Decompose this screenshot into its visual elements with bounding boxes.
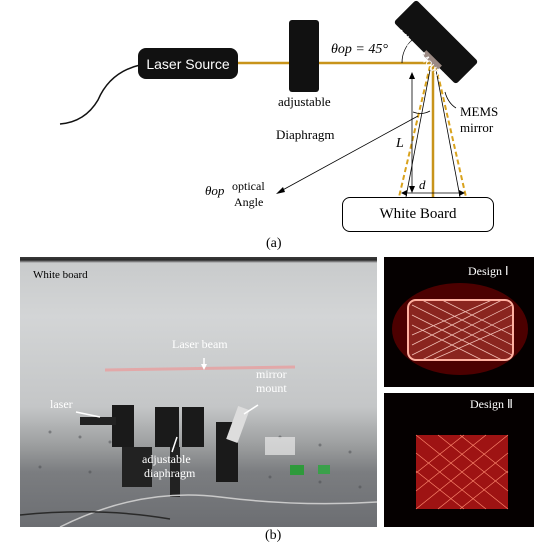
laser-cable <box>59 64 141 125</box>
optical-angle-arc <box>412 110 431 114</box>
caption-b: (b) <box>265 528 282 543</box>
design-1-photo: Design Ⅰ <box>384 257 534 387</box>
white-board-label: White Board <box>379 206 457 222</box>
design-2-photo: Design Ⅱ <box>384 393 534 527</box>
design-2-scan-pattern <box>415 434 509 510</box>
optical-angle-arrowhead <box>276 187 285 194</box>
mems-mirror-shape <box>422 50 442 70</box>
d-label: d <box>419 177 426 192</box>
green-board-1 <box>290 465 304 475</box>
mirror-mount-arrow <box>243 404 259 415</box>
theta-op-label: θop <box>205 183 225 198</box>
design-2-label: Design Ⅱ <box>470 397 513 411</box>
laser-beam-label: Laser beam <box>172 337 228 351</box>
laser-source-label: Laser Source <box>146 55 230 72</box>
scan-edge-left <box>398 65 431 198</box>
diaphragm-mount-2 <box>182 407 204 447</box>
white-board-box: White Board <box>342 197 494 232</box>
mirror-mount-label-line2: mount <box>256 381 287 395</box>
laser-beam-arrowhead <box>201 364 207 370</box>
diaphragm-label-line2: Diaphragm <box>276 127 335 142</box>
d-arrow-left <box>401 190 407 196</box>
L-arrow-top <box>409 72 415 79</box>
white-board-photo-label: White board <box>33 269 88 281</box>
scan-edge-right <box>435 65 467 198</box>
laser-source-box: Laser Source <box>138 48 238 79</box>
wire-2 <box>20 511 171 520</box>
caption-a: (a) <box>266 236 282 251</box>
design-1-scan-pattern <box>392 283 528 375</box>
mirror-mount-plate <box>226 405 250 443</box>
L-label: L <box>396 136 404 151</box>
L-arrow-bottom <box>409 186 415 193</box>
laser-mount <box>112 405 134 447</box>
mirror-mount-label-line1: mirror <box>256 367 287 381</box>
cone-line-right <box>435 69 461 198</box>
laser-label: laser <box>50 397 73 411</box>
diagram-lines <box>59 0 478 198</box>
device-box <box>265 437 295 455</box>
wire-1 <box>59 494 377 527</box>
mems-label-line1: MEMS <box>460 104 499 119</box>
post-1 <box>122 447 152 487</box>
diaphragm-arrow <box>171 436 178 453</box>
setup-photo: White board Laser beam laser mirror moun… <box>20 257 377 527</box>
laser-arrow <box>75 411 101 418</box>
diaphragm-photo-label-line1: adjustable <box>142 452 191 466</box>
angle-arc <box>401 39 413 64</box>
optical-table-holes <box>38 430 362 489</box>
optical-angle-label-line2: Angle <box>234 195 264 209</box>
laser-body <box>80 417 116 425</box>
cone-line-left <box>405 69 431 198</box>
green-board-2 <box>318 465 330 474</box>
diaphragm-label-line1: adjustable <box>278 94 331 109</box>
setup-photo-graphic <box>20 358 377 527</box>
diaphragm-mount-1 <box>155 407 179 447</box>
mems-label-line2: mirror <box>460 120 494 135</box>
design-1-label: Design Ⅰ <box>468 264 509 278</box>
mems-pointer-line <box>444 91 457 109</box>
laser-beam-streak <box>104 365 296 372</box>
d-arrow-right <box>459 190 465 196</box>
optical-setup-diagram: Laser Source adjustable Diaphragm θop = … <box>0 0 550 255</box>
post-2 <box>170 447 180 497</box>
optical-angle-label-line1: optical <box>232 179 265 193</box>
mirror-mount-shape <box>394 0 478 84</box>
optical-angle-pointer <box>278 115 419 193</box>
angle-label: θop = 45° <box>331 42 388 57</box>
diaphragm-block <box>289 20 319 92</box>
diaphragm-photo-label-line2: diaphragm <box>144 466 196 480</box>
